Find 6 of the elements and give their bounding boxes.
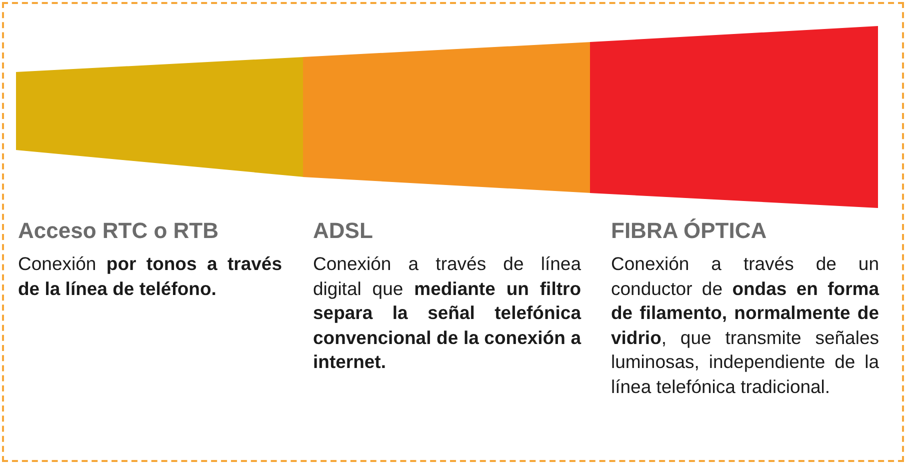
column-heading: FIBRA ÓPTICA [611,218,768,244]
description-text: Conexión a través de línea digital que mediante un filtro separa la señal telefónica convencional de la conexión a internet. [313,252,581,374]
description-text: Conexión a través de un conductor de ondas en forma de filamento, normalmente de vidrio, que transmite señales luminosas, independiente de la línea telefónica tradicional. [611,252,879,398]
column-heading: ADSL [313,218,374,244]
description-text: Conexión por tonos a través de la línea de teléfono. [18,252,282,300]
column-heading: Acceso RTC o RTB [18,218,220,244]
